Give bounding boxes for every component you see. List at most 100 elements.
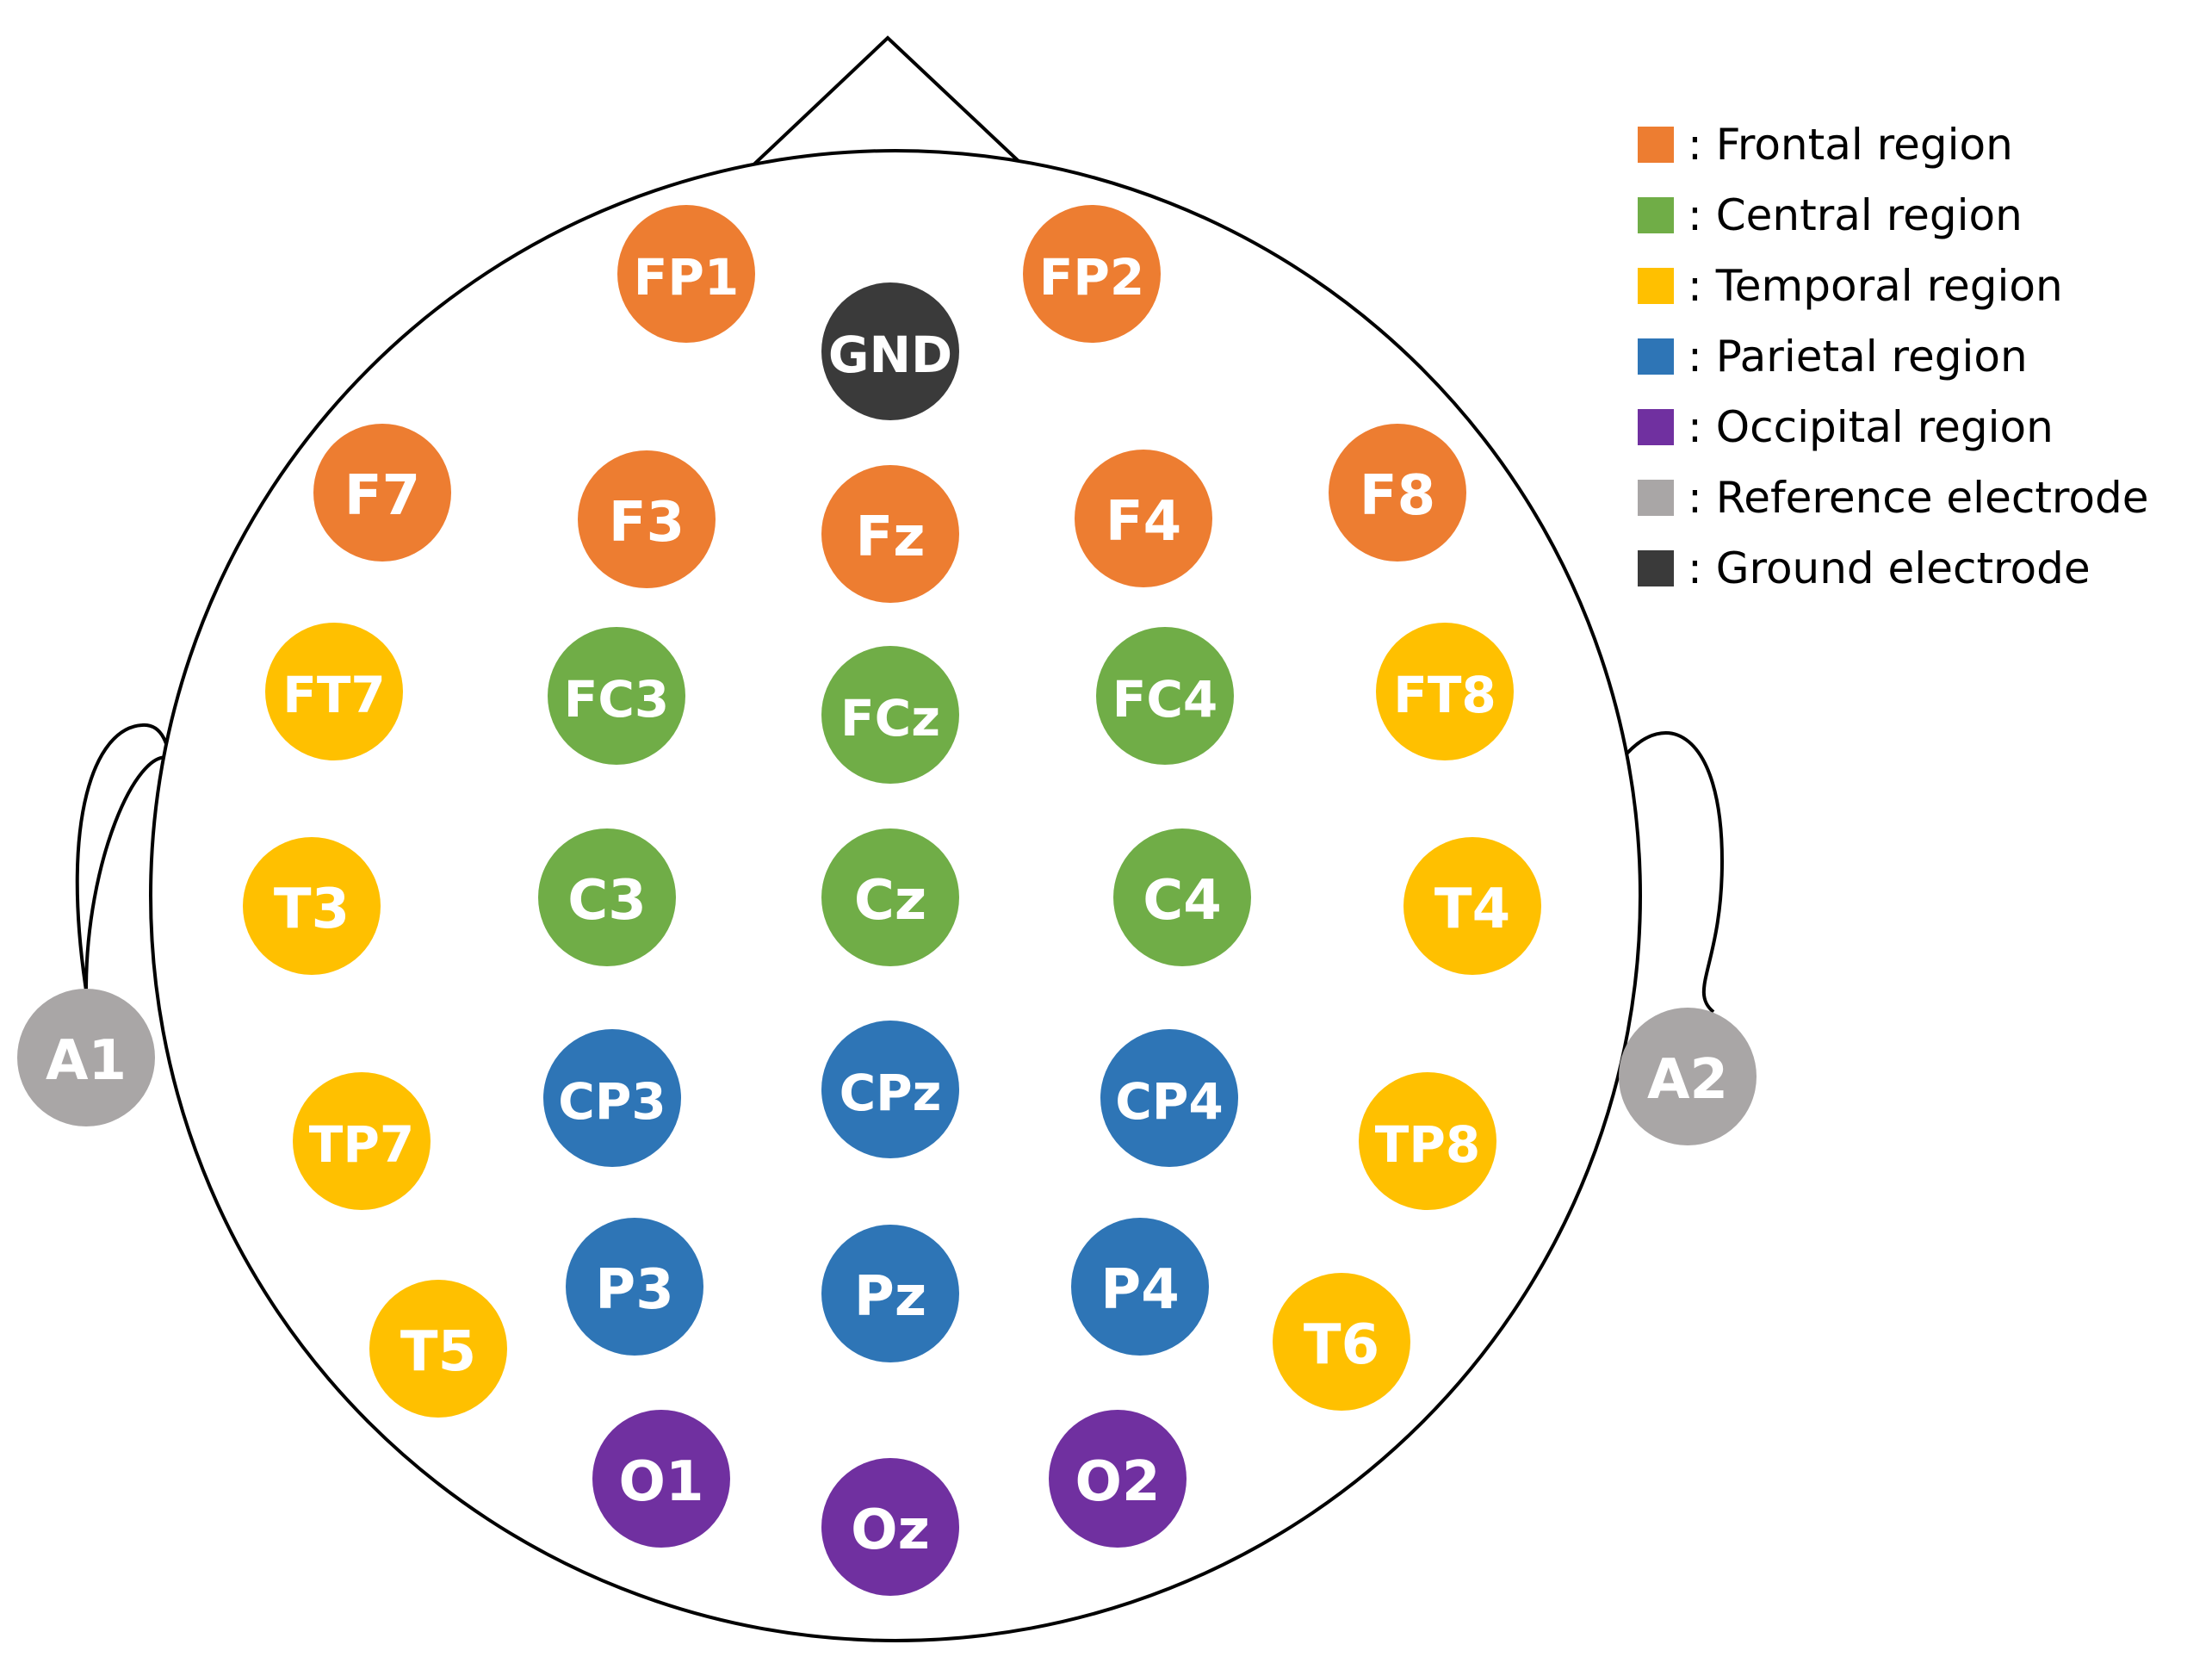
electrode-dot [369, 1280, 507, 1418]
legend-swatch [1638, 338, 1674, 375]
electrode-label: FC4 [1112, 670, 1218, 729]
legend-item-parietal: : Parietal region [1638, 332, 2028, 382]
electrode-label: FC3 [564, 670, 670, 729]
electrode-label: FT8 [1393, 666, 1496, 724]
electrode-a2: A2 [1619, 1008, 1757, 1145]
electrode-label: T4 [1434, 878, 1510, 941]
electrode-ft8: FT8 [1376, 623, 1514, 760]
electrode-tp8: TP8 [1359, 1072, 1496, 1210]
electrode-t6: T6 [1273, 1273, 1410, 1411]
electrode-dot [17, 989, 155, 1126]
electrode-dot [293, 1072, 431, 1210]
legend-item-occipital: : Occipital region [1638, 402, 2054, 452]
electrode-label: TP8 [1375, 1115, 1480, 1174]
electrode-dot [1619, 1008, 1757, 1145]
legend-swatch [1638, 409, 1674, 445]
legend-item-reference: : Reference electrode [1638, 473, 2148, 523]
electrode-label: F3 [609, 491, 685, 555]
electrode-label: C4 [1143, 869, 1222, 933]
electrode-dot [592, 1410, 730, 1548]
electrode-label: T5 [400, 1320, 476, 1384]
electrode-f4: F4 [1075, 450, 1212, 587]
electrode-label: Oz [851, 1499, 930, 1562]
electrode-dot [566, 1218, 703, 1356]
electrode-label: P3 [595, 1258, 673, 1322]
electrode-gnd: GND [821, 282, 959, 420]
electrode-dot [543, 1029, 681, 1167]
electrode-label: A2 [1647, 1048, 1728, 1112]
electrode-label: FP2 [1039, 248, 1145, 307]
electrode-c3: C3 [538, 828, 676, 966]
electrode-cz: Cz [821, 828, 959, 966]
electrode-label: GND [828, 326, 952, 384]
electrode-label: O2 [1075, 1450, 1161, 1514]
electrode-t3: T3 [243, 837, 381, 975]
legend-label: : Occipital region [1688, 402, 2054, 452]
electrode-dot [821, 646, 959, 784]
legend-swatch [1638, 127, 1674, 163]
electrode-t5: T5 [369, 1280, 507, 1418]
electrode-dot [617, 205, 755, 343]
electrode-dot [538, 828, 676, 966]
electrode-dot [821, 1021, 959, 1158]
electrode-f3: F3 [578, 450, 716, 588]
electrode-label: T6 [1304, 1313, 1379, 1377]
electrode-oz: Oz [821, 1458, 959, 1596]
electrode-label: T3 [274, 878, 350, 941]
legend-item-central: : Central region [1638, 190, 2023, 240]
electrode-fp2: FP2 [1023, 205, 1161, 343]
electrode-label: P4 [1100, 1258, 1179, 1322]
legend-swatch [1638, 197, 1674, 233]
legend-item-frontal: : Frontal region [1638, 120, 2013, 170]
electrode-label: F4 [1106, 490, 1181, 554]
electrode-o2: O2 [1049, 1410, 1187, 1548]
electrode-dot [821, 465, 959, 603]
electrode-dot [1329, 424, 1466, 562]
electrode-label: CP3 [558, 1072, 666, 1131]
legend-item-ground: : Ground electrode [1638, 543, 2091, 593]
electrode-label: A1 [46, 1029, 127, 1093]
right-ear-outline [1621, 731, 1725, 1014]
electrode-dot [1273, 1273, 1410, 1411]
electrode-dot [1403, 837, 1541, 975]
electrode-dot [1075, 450, 1212, 587]
electrode-fc3: FC3 [548, 627, 685, 765]
electrode-pz: Pz [821, 1225, 959, 1362]
electrode-dot [1113, 828, 1251, 966]
electrode-dot [1100, 1029, 1238, 1167]
electrode-c4: C4 [1113, 828, 1251, 966]
electrode-dot [243, 837, 381, 975]
electrode-fcz: FCz [821, 646, 959, 784]
electrode-label: O1 [619, 1450, 704, 1514]
legend-swatch [1638, 268, 1674, 304]
electrode-label: CP4 [1115, 1072, 1223, 1131]
legend-swatch [1638, 550, 1674, 586]
electrode-dot [1049, 1410, 1187, 1548]
legend-swatch [1638, 480, 1674, 516]
electrode-label: TP7 [309, 1115, 414, 1174]
legend-label: : Frontal region [1688, 120, 2013, 170]
electrode-label: CPz [840, 1064, 942, 1122]
electrode-fp1: FP1 [617, 205, 755, 343]
electrode-f8: F8 [1329, 424, 1466, 562]
legend-label: : Central region [1688, 190, 2023, 240]
electrode-p4: P4 [1071, 1218, 1209, 1356]
electrode-dot [821, 828, 959, 966]
nose-outline [744, 35, 1038, 179]
electrode-a1: A1 [17, 989, 155, 1126]
electrode-label: Cz [854, 869, 926, 933]
electrode-label: F7 [344, 464, 420, 528]
electrode-fz: Fz [821, 465, 959, 603]
electrode-label: FT7 [282, 666, 386, 724]
electrode-dot [821, 1225, 959, 1362]
electrode-fc4: FC4 [1096, 627, 1234, 765]
legend-label: : Reference electrode [1688, 473, 2148, 523]
legend-label: : Ground electrode [1688, 543, 2091, 593]
electrode-dot [578, 450, 716, 588]
electrode-f7: F7 [313, 424, 451, 562]
electrode-dot [313, 424, 451, 562]
electrode-label: FCz [840, 689, 940, 748]
electrode-dot [1359, 1072, 1496, 1210]
